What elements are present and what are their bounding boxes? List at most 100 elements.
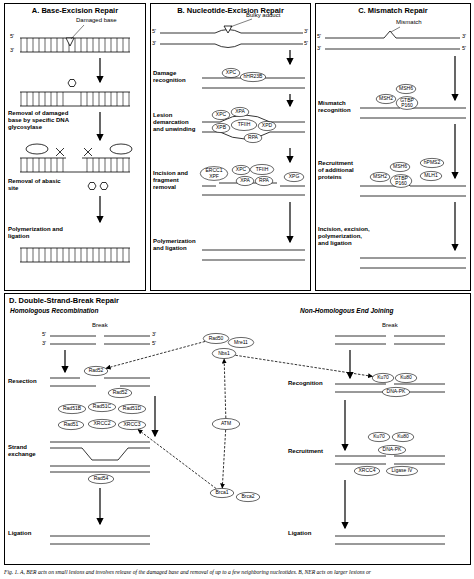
- protein-oval: Rad51C: [88, 402, 116, 412]
- step-label: Lesion demarcation and unwinding: [153, 112, 199, 133]
- dna-strand: [160, 44, 303, 48]
- oval-outline: [118, 404, 145, 413]
- protein-name: Rad51C: [93, 404, 111, 410]
- protein-name: GTBP P160: [399, 98, 416, 109]
- step-arrow: [349, 350, 350, 378]
- step-label: Recognition: [288, 380, 332, 387]
- protein-name: Brca1: [215, 490, 228, 496]
- dna-strand: [50, 466, 150, 467]
- protein-name: XPC: [236, 167, 246, 173]
- dna-strand: [50, 386, 96, 387]
- enzyme-oval: [110, 144, 132, 154]
- annotation-label: Break: [92, 322, 122, 329]
- dna-strand: [82, 158, 130, 159]
- panel-heading: D. Double-Strand-Break Repair: [9, 296, 470, 305]
- protein-name: Ku70: [377, 375, 389, 381]
- annotation-label: 5': [152, 28, 160, 34]
- oval-outline: [212, 123, 230, 132]
- step-label: Polymerization and ligation: [8, 226, 70, 240]
- dna-strand: [50, 378, 80, 379]
- protein-oval: DNA-PK: [378, 445, 406, 455]
- dna-strand: [335, 536, 445, 537]
- invading-strand: [50, 448, 150, 460]
- step-arrow: [454, 56, 455, 100]
- dna-strand: [335, 544, 445, 545]
- protein-oval: XPA: [231, 107, 249, 117]
- leader-line: [71, 25, 84, 39]
- protein-name: XPD: [262, 123, 272, 129]
- oval-outline: [212, 348, 236, 358]
- oval-outline: [395, 373, 417, 382]
- protein-name: MSH2: [379, 96, 393, 102]
- panel-heading: B. Nucleotide-Excision Repair: [151, 6, 310, 15]
- annotation-label: 3': [462, 33, 470, 39]
- step-label: Homologous Recombination: [10, 307, 98, 314]
- step-label: Removal of damaged base by specific DNA …: [8, 110, 70, 131]
- protein-oval: MLH1: [420, 171, 442, 181]
- oval-outline: [222, 68, 240, 77]
- dna-strand: [325, 49, 460, 50]
- protein-name: XPA: [240, 178, 250, 184]
- dna-strand: [394, 456, 445, 457]
- step-label: Incision, excision, polymerization, and …: [318, 226, 370, 247]
- step-arrow: [64, 350, 65, 372]
- oval-outline: [212, 418, 239, 429]
- protein-name: Brca2: [241, 494, 254, 500]
- annotation-label: 5': [42, 331, 50, 337]
- protein-oval: Rad51D: [118, 404, 146, 414]
- step-label: Damage recognition: [153, 70, 199, 84]
- step-label: Ligation: [8, 530, 48, 537]
- annotation-label: 3': [152, 331, 160, 337]
- protein-name: Nbs1: [218, 351, 230, 357]
- protein-name: Rad51D: [123, 406, 141, 412]
- protein-oval: Rad50: [203, 333, 229, 344]
- oval-outline: [396, 97, 418, 110]
- protein-name: XPC: [216, 112, 226, 118]
- protein-oval: XPC: [232, 165, 250, 175]
- dna-rungs: [20, 92, 66, 106]
- protein-oval: GTBP P160: [396, 96, 418, 110]
- oval-outline: [284, 172, 304, 181]
- dna-rungs: [20, 38, 130, 52]
- dna-strand: [325, 31, 460, 38]
- oval-outline: [370, 172, 390, 181]
- oval-outline: [240, 72, 265, 81]
- protein-oval: Rad52: [84, 366, 108, 376]
- oval-outline: [390, 175, 412, 188]
- protein-oval: XRCC4: [354, 466, 380, 476]
- protein-oval: ATM: [212, 418, 240, 430]
- dna-strand: [20, 52, 130, 53]
- protein-oval: Rad52: [108, 388, 132, 398]
- dna-strand: [394, 336, 445, 337]
- annotation-label: 5': [304, 40, 312, 46]
- dna-strand: [104, 378, 150, 379]
- protein-name: Rad51: [64, 422, 79, 428]
- step-label: Strand exchange: [8, 444, 48, 458]
- oval-outline: [420, 158, 444, 167]
- dashed-connector: [138, 430, 216, 489]
- protein-oval: XRCC3: [118, 420, 146, 430]
- step-label: Mismatch recognition: [318, 100, 358, 114]
- protein-name: Ku80: [397, 434, 409, 440]
- oval-outline: [258, 121, 276, 130]
- dna-strand: [50, 344, 96, 345]
- protein-name: MLH1: [424, 173, 437, 179]
- protein-name: TFIIH: [256, 167, 269, 173]
- dna-strand: [50, 472, 150, 473]
- protein-oval: TFIIH: [250, 164, 274, 175]
- oval-outline: [88, 419, 115, 428]
- step-label: Recruitment: [288, 448, 332, 455]
- step-arrow: [99, 112, 100, 140]
- dna-strand: [20, 158, 66, 159]
- base-hexagon: [88, 183, 96, 190]
- annotation-label: 3': [10, 47, 18, 53]
- oval-outline: [396, 84, 416, 93]
- protein-oval: Ku80: [392, 432, 414, 442]
- protein-name: ERCC1 XPF: [203, 168, 226, 179]
- protein-name: DNA-PK: [383, 447, 402, 453]
- step-arrow: [99, 196, 100, 222]
- oval-outline: [236, 492, 260, 501]
- protein-name: Mre11: [234, 340, 248, 346]
- annotation-label: 5': [317, 33, 325, 39]
- dna-rungs: [20, 248, 130, 262]
